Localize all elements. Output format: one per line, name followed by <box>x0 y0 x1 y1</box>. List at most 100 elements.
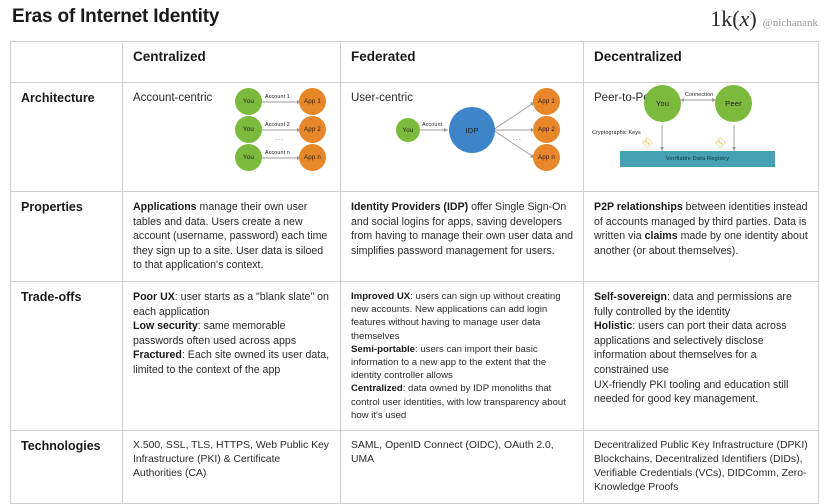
node-app-2: App 2 <box>533 116 560 143</box>
technologies-federated-text: SAML, OpenID Connect (OIDC), OAuth 2.0, … <box>351 440 554 465</box>
properties-centralized-text: Applications manage their own user table… <box>133 200 331 273</box>
tradeoff-item: Centralized: data owned by IDP monoliths… <box>351 382 574 422</box>
label-cryptographic-keys: Cryptographic Keys <box>592 130 641 136</box>
row-label-architecture: Architecture <box>21 91 95 105</box>
column-header-decentralized-label: Decentralized <box>594 49 682 64</box>
caption-user-centric: User-centric <box>351 92 413 104</box>
properties-decentralized-lead-2: claims <box>644 230 678 243</box>
node-you: You <box>644 85 681 122</box>
properties-decentralized-body-2: made by one identity about another (or a… <box>594 230 808 257</box>
tradeoff-item: Fractured: Each site owned its user data… <box>133 348 331 377</box>
tradeoffs-federated-text: Improved UX: users can sign up without c… <box>351 290 574 422</box>
cell-properties-centralized: Applications manage their own user table… <box>122 191 341 282</box>
properties-decentralized-body-1: between identities instead of accounts m… <box>594 201 808 243</box>
node-app-2: App 2 <box>299 116 326 143</box>
diagram-federated-edges <box>419 101 536 159</box>
node-you-1: You <box>235 88 262 115</box>
cell-technologies-federated: SAML, OpenID Connect (OIDC), OAuth 2.0, … <box>340 430 584 504</box>
tradeoff-lead: Holistic <box>594 320 633 333</box>
tradeoff-item: Improved UX: users can sign up without c… <box>351 290 574 343</box>
brand-logo-x: x <box>739 6 750 31</box>
row-label-tradeoffs: Trade-offs <box>21 289 82 304</box>
node-app-1: App 1 <box>533 88 560 115</box>
node-you: You <box>396 118 420 142</box>
tradeoffs-decentralized-text: Self-sovereign: data and permissions are… <box>594 290 809 407</box>
brand: 1k(x) @nichanank <box>710 8 818 30</box>
column-header-centralized: Centralized <box>122 41 341 83</box>
tradeoff-body: : user starts as a "blank slate" on each… <box>133 290 329 318</box>
properties-federated-text: Identity Providers (IDP) offer Single Si… <box>351 200 574 258</box>
technologies-centralized-text: X.500, SSL, TLS, HTTPS, Web Public Key I… <box>133 440 329 479</box>
tradeoff-item: Self-sovereign: data and permissions are… <box>594 290 809 319</box>
diagram-federated: You IDP App 1 App 2 App n Account ... <box>341 83 583 191</box>
row-label-properties: Properties <box>21 200 83 214</box>
properties-centralized-body: manage their own user tables and data. U… <box>133 201 328 272</box>
column-header-federated: Federated <box>340 41 584 83</box>
edge-label-account-2: Account 2 <box>265 122 290 128</box>
node-idp: IDP <box>449 107 495 153</box>
properties-federated-body: offer Single Sign-On and social logins f… <box>351 201 574 257</box>
cell-architecture-centralized: Account-centric You You <box>122 82 341 192</box>
cell-tradeoffs-centralized: Poor UX: user starts as a "blank slate" … <box>122 280 341 432</box>
row-label-technologies-cell: Technologies <box>10 430 123 504</box>
edge-label-account: Account <box>422 122 443 128</box>
tradeoff-body: : same memorable passwords often used ac… <box>133 320 297 347</box>
properties-decentralized-lead: P2P relationships <box>594 201 683 213</box>
tradeoff-body: : users can sign up without creating new… <box>351 290 561 342</box>
tradeoff-lead: Fractured <box>133 349 182 362</box>
cell-tradeoffs-federated: Improved UX: users can sign up without c… <box>340 280 584 432</box>
tradeoff-item: Holistic: users can port their data acro… <box>594 319 809 377</box>
node-you-2: You <box>235 116 262 143</box>
tradeoff-body: : Each site owned its user data, limited… <box>133 349 330 376</box>
cell-architecture-decentralized: Peer-to-Peer You Peer <box>583 82 819 192</box>
edge-label-connection: Connection <box>685 92 714 98</box>
ellipsis-centralized: ... <box>275 135 284 142</box>
diagram-decentralized: You Peer Connection Cryptographic Keys ⚿… <box>584 83 818 191</box>
tradeoff-item: Low security: same memorable passwords o… <box>133 319 331 348</box>
technologies-decentralized-text: Decentralized Public Key Infrastructure … <box>594 440 808 493</box>
tradeoffs-centralized-text: Poor UX: user starts as a "blank slate" … <box>133 290 331 378</box>
row-label-properties-cell: Properties <box>10 191 123 282</box>
table-row-technologies: Technologies X.500, SSL, TLS, HTTPS, Web… <box>10 430 819 504</box>
tradeoff-lead: Improved UX <box>351 290 411 302</box>
edge-label-account-n: Account n <box>265 150 290 156</box>
cell-properties-federated: Identity Providers (IDP) offer Single Si… <box>340 191 584 282</box>
brand-logo: 1k(x) <box>710 8 756 30</box>
caption-peer-to-peer: Peer-to-Peer <box>594 92 660 104</box>
ellipsis-federated: ... <box>513 135 522 142</box>
tradeoff-lead: Low security <box>133 320 198 333</box>
node-you-3: You <box>235 144 262 171</box>
cell-technologies-decentralized: Decentralized Public Key Infrastructure … <box>583 430 819 504</box>
eras-comparison-table: Centralized Federated Decentralized Arch… <box>10 41 819 504</box>
brand-logo-prefix: 1k( <box>710 6 740 31</box>
diagram-decentralized-edges <box>660 98 736 151</box>
tradeoff-body: : data owned by IDP monoliths that contr… <box>351 383 566 421</box>
tradeoff-lead: Centralized <box>351 383 403 395</box>
properties-centralized-lead: Applications <box>133 201 197 213</box>
brand-logo-suffix: ) <box>749 6 757 31</box>
node-app-1: App 1 <box>299 88 326 115</box>
cell-tradeoffs-decentralized: Self-sovereign: data and permissions are… <box>583 280 819 432</box>
column-header-centralized-label: Centralized <box>133 49 206 64</box>
diagram-centralized: You You You App 1 App 2 App n Account 1 … <box>123 83 340 191</box>
properties-decentralized-text: P2P relationships between identities ins… <box>594 200 809 258</box>
row-label-technologies: Technologies <box>21 439 101 453</box>
tradeoff-body: : users can port their data across appli… <box>594 320 787 376</box>
tradeoff-item: Semi-portable: users can import their ba… <box>351 343 574 383</box>
row-label-architecture-cell: Architecture <box>10 82 123 192</box>
tradeoff-item: UX-friendly PKI tooling and education st… <box>594 378 809 407</box>
tradeoff-body: UX-friendly PKI tooling and education st… <box>594 378 789 406</box>
cell-technologies-centralized: X.500, SSL, TLS, HTTPS, Web Public Key I… <box>122 430 341 504</box>
tradeoff-lead: Self-sovereign <box>594 290 668 303</box>
tradeoff-lead: Poor UX <box>133 290 175 303</box>
slide-canvas: Eras of Internet Identity 1k(x) @nichana… <box>10 6 819 504</box>
page-title: Eras of Internet Identity <box>12 6 220 27</box>
table-corner-cell <box>10 41 123 83</box>
node-app-n: App n <box>299 144 326 171</box>
column-header-federated-label: Federated <box>351 49 416 64</box>
cell-properties-decentralized: P2P relationships between identities ins… <box>583 191 819 282</box>
caption-account-centric: Account-centric <box>133 92 213 104</box>
tradeoff-body: : data and permissions are fully control… <box>594 290 792 318</box>
node-peer: Peer <box>715 85 752 122</box>
table-row-tradeoffs: Trade-offs Poor UX: user starts as a "bl… <box>10 280 819 432</box>
